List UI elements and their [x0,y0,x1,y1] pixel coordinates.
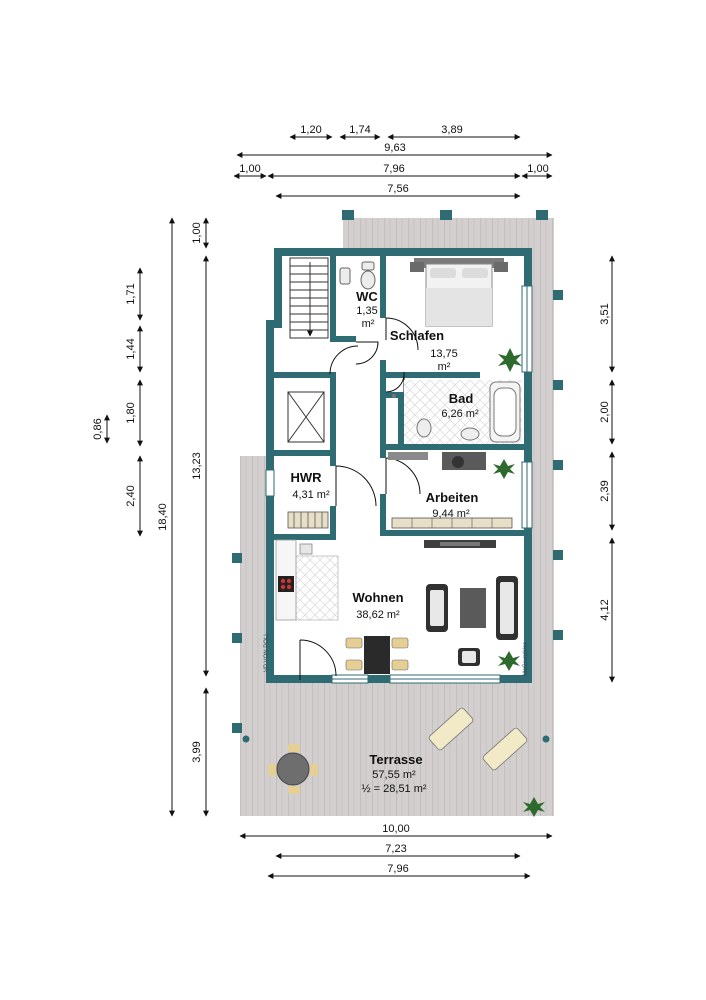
dimension-lines [104,134,615,879]
sink-icon [339,267,351,285]
sink-icon [299,543,313,555]
room-area-schlafen: 13,75 [430,348,458,360]
room-area-unit-wc: m² [362,318,375,330]
dim-bottom-2: 7,23 [385,843,406,855]
dining-table-icon [345,636,409,674]
tv-bench-icon [424,540,496,548]
dim-right-4: 4,12 [599,599,611,620]
elevator-shaft [287,391,325,443]
dim-top-1: 1,20 [300,124,321,136]
dim-left-6: 1,00 [191,222,203,243]
toilet-icon [416,418,432,438]
dim-top-8: 7,56 [387,183,408,195]
dim-left-3: 1,80 [125,402,137,423]
dim-bottom-1: 10,00 [382,823,410,835]
dim-bottom-3: 7,96 [387,863,408,875]
stair-icon [289,257,329,339]
dim-top-3: 3,89 [441,124,462,136]
room-label-arbeiten: Arbeiten 9,44 m² [426,490,479,520]
shower-icon [392,394,396,398]
dim-top-5: 1,00 [239,163,260,175]
room-name-arbeiten: Arbeiten [426,490,479,505]
room-area-unit-schlafen: m² [438,361,451,373]
room-area-bad: 6,26 m² [441,408,479,420]
room-name-hwr: HWR [290,470,322,485]
stove-icon [278,576,294,592]
room-label-hwr: HWR 4,31 m² [290,470,330,501]
dim-left-2: 1,44 [125,338,137,359]
watermark-mcgrundriss: McGrundriss [523,642,529,676]
dim-right-2: 2,00 [599,401,611,422]
plant-icon [493,348,545,817]
walls [266,248,532,683]
sofa-icon [426,576,518,666]
dim-left-9: 3,99 [191,741,203,762]
lounger-icon [428,707,528,771]
sink-icon [460,427,480,441]
dim-top-2: 1,74 [349,124,370,136]
room-area-arbeiten: 9,44 m² [432,508,470,520]
room-half-area-terrasse: ½ = 28,51 m² [361,783,426,795]
dim-left-8: 18,40 [157,503,169,531]
toilet-icon [360,261,376,290]
dim-left-4: 0,86 [92,418,104,439]
room-label-wc: WC 1,35 m² [356,289,378,330]
table-icon [460,588,486,628]
room-name-bad: Bad [449,391,474,406]
deck-posts [232,210,563,743]
room-area-wc: 1,35 [356,305,377,317]
kitchen-floor [295,555,339,621]
bathtub-icon [489,381,521,443]
bed-icon [410,258,508,327]
room-label-bad: Bad 6,26 m² [441,391,479,420]
dim-left-5: 2,40 [125,485,137,506]
room-name-schlafen: Schlafen [390,328,444,343]
dim-right-1: 3,51 [599,303,611,324]
room-area-terrasse: 57,55 m² [372,769,416,781]
desk-icon [388,452,486,470]
terrace-table-icon [268,744,318,794]
dim-left-1: 1,71 [125,283,137,304]
watermark-von-poll: VP VON POLL [264,632,270,672]
dim-top-4: 9,63 [384,142,405,154]
windows [265,285,533,684]
room-label-schlafen: Schlafen 13,75 m² [390,328,458,373]
room-area-wohnen: 38,62 m² [356,609,400,621]
shelf-icon [391,517,513,529]
room-label-wohnen: Wohnen 38,62 m² [352,590,403,621]
dim-right-3: 2,39 [599,480,611,501]
dim-top-7: 1,00 [527,163,548,175]
room-name-terrasse: Terrasse [369,752,422,767]
washing-machine-icon [287,511,329,529]
dim-top-6: 7,96 [383,163,404,175]
room-label-terrasse: Terrasse 57,55 m² ½ = 28,51 m² [361,752,426,795]
dim-left-7: 13,23 [191,452,203,480]
room-area-hwr: 4,31 m² [292,489,330,501]
room-name-wohnen: Wohnen [352,590,403,605]
room-name-wc: WC [356,289,378,304]
